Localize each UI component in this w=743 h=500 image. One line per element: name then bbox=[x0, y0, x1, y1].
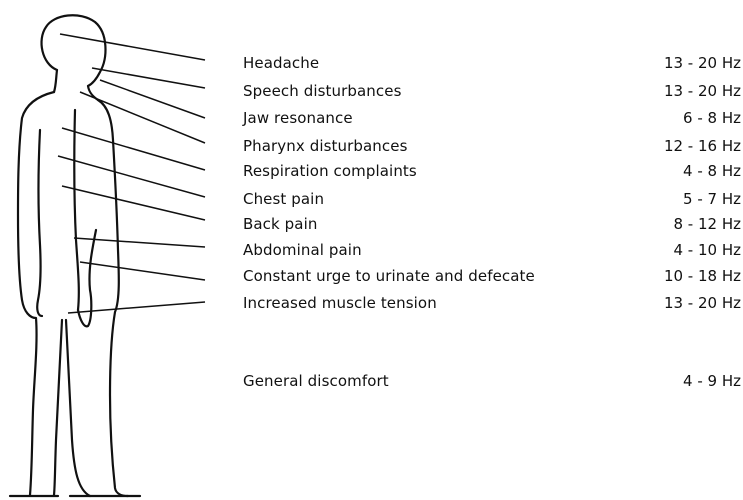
frequency-range: 13 - 20 Hz bbox=[664, 81, 741, 101]
frequency-range: 5 - 7 Hz bbox=[683, 189, 741, 209]
symptom-row-muscle: Increased muscle tension 13 - 20 Hz bbox=[0, 293, 743, 317]
general-label: General discomfort bbox=[243, 371, 389, 391]
frequency-range: 6 - 8 Hz bbox=[683, 108, 741, 128]
symptom-row-speech: Speech disturbances 13 - 20 Hz bbox=[0, 81, 743, 105]
symptom-row-abdominal: Abdominal pain 4 - 10 Hz bbox=[0, 240, 743, 264]
frequency-range: 13 - 20 Hz bbox=[664, 53, 741, 73]
symptom-label: Headache bbox=[243, 53, 319, 73]
frequency-range: 8 - 12 Hz bbox=[674, 214, 742, 234]
symptom-label: Respiration complaints bbox=[243, 161, 417, 181]
symptom-row-back: Back pain 8 - 12 Hz bbox=[0, 214, 743, 238]
frequency-range: 4 - 8 Hz bbox=[683, 161, 741, 181]
symptom-label: Pharynx disturbances bbox=[243, 136, 408, 156]
inner-leg-outline bbox=[54, 320, 90, 496]
frequency-range: 4 - 10 Hz bbox=[674, 240, 742, 260]
symptom-label: Back pain bbox=[243, 214, 317, 234]
symptom-row-pharynx: Pharynx disturbances 12 - 16 Hz bbox=[0, 136, 743, 160]
frequency-range: 12 - 16 Hz bbox=[664, 136, 741, 156]
symptom-label: Increased muscle tension bbox=[243, 293, 437, 313]
general-discomfort-row: General discomfort 4 - 9 Hz bbox=[0, 371, 743, 395]
general-frequency: 4 - 9 Hz bbox=[683, 371, 741, 391]
symptom-row-chest: Chest pain 5 - 7 Hz bbox=[0, 189, 743, 213]
symptom-row-jaw: Jaw resonance 6 - 8 Hz bbox=[0, 108, 743, 132]
symptom-row-headache: Headache 13 - 20 Hz bbox=[0, 53, 743, 77]
symptom-label: Jaw resonance bbox=[243, 108, 353, 128]
symptom-label: Speech disturbances bbox=[243, 81, 402, 101]
symptom-label: Chest pain bbox=[243, 189, 324, 209]
frequency-range: 10 - 18 Hz bbox=[664, 266, 741, 286]
symptom-label: Abdominal pain bbox=[243, 240, 362, 260]
symptom-row-respiration: Respiration complaints 4 - 8 Hz bbox=[0, 161, 743, 185]
symptom-label: Constant urge to urinate and defecate bbox=[243, 266, 535, 286]
symptom-row-urinate: Constant urge to urinate and defecate 10… bbox=[0, 266, 743, 290]
frequency-range: 13 - 20 Hz bbox=[664, 293, 741, 313]
